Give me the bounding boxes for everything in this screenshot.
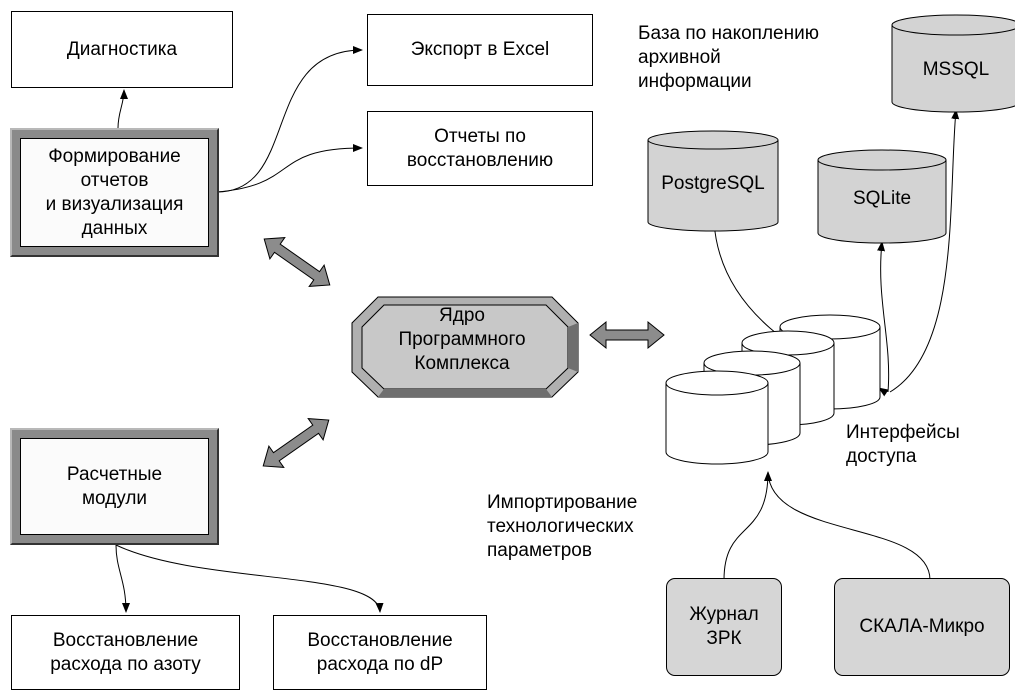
core-octagon bbox=[351, 296, 579, 398]
connector-interfaces-to-sqlite bbox=[877, 241, 890, 393]
sqlite-label: SQLite bbox=[852, 188, 912, 209]
reports-viz-label: Формирование отчетов и визуализация данн… bbox=[20, 138, 209, 247]
double-arrow-modules-core bbox=[262, 418, 330, 468]
mssql-label: MSSQL bbox=[922, 59, 990, 80]
double-arrow-core-interfaces bbox=[589, 320, 665, 350]
journal-zrk-box: Журнал ЗРК bbox=[666, 578, 782, 676]
calc-modules-box: Расчетные модули bbox=[10, 428, 219, 545]
connector-journal-to-interfaces bbox=[723, 471, 772, 581]
recovery-reports-box: Отчеты по восстановлению bbox=[367, 111, 593, 186]
connector-reports-to-excel bbox=[216, 46, 363, 193]
interface-cylinders-icon bbox=[665, 314, 881, 465]
sqlite-db-icon bbox=[817, 149, 947, 244]
diagnostics-box: Диагностика bbox=[11, 11, 233, 88]
postgresql-label: PostgreSQL bbox=[661, 173, 765, 194]
double-arrow-reports-core bbox=[263, 237, 331, 287]
postgresql-db-icon bbox=[647, 130, 779, 232]
connector-interfaces-to-mssql bbox=[889, 109, 960, 393]
export-excel-box: Экспорт в Excel bbox=[367, 14, 593, 86]
connector-reports-to-diagnostics bbox=[117, 89, 128, 129]
mssql-db-icon bbox=[891, 14, 1015, 113]
connector-modules-to-dp bbox=[115, 544, 384, 613]
skala-micro-box: СКАЛА-Микро bbox=[834, 578, 1010, 676]
connector-modules-to-nitrogen bbox=[115, 544, 130, 613]
connector-reports-to-recovery bbox=[216, 144, 363, 193]
dp-recovery-box: Восстановление расхода по dP bbox=[273, 615, 487, 690]
interfaces-caption: Интерфейсы доступа bbox=[846, 422, 960, 467]
reports-viz-box: Формирование отчетов и визуализация данн… bbox=[10, 128, 219, 257]
nitrogen-recovery-box: Восстановление расхода по азоту bbox=[11, 615, 240, 690]
core-label: Ядро Программного Комплекса bbox=[398, 305, 526, 374]
connector-skala-to-interfaces bbox=[767, 471, 931, 581]
calc-modules-label: Расчетные модули bbox=[20, 438, 209, 535]
import-caption: Импортирование технологических параметро… bbox=[487, 492, 638, 561]
archive-db-caption: База по накоплению архивной информации bbox=[638, 23, 819, 92]
